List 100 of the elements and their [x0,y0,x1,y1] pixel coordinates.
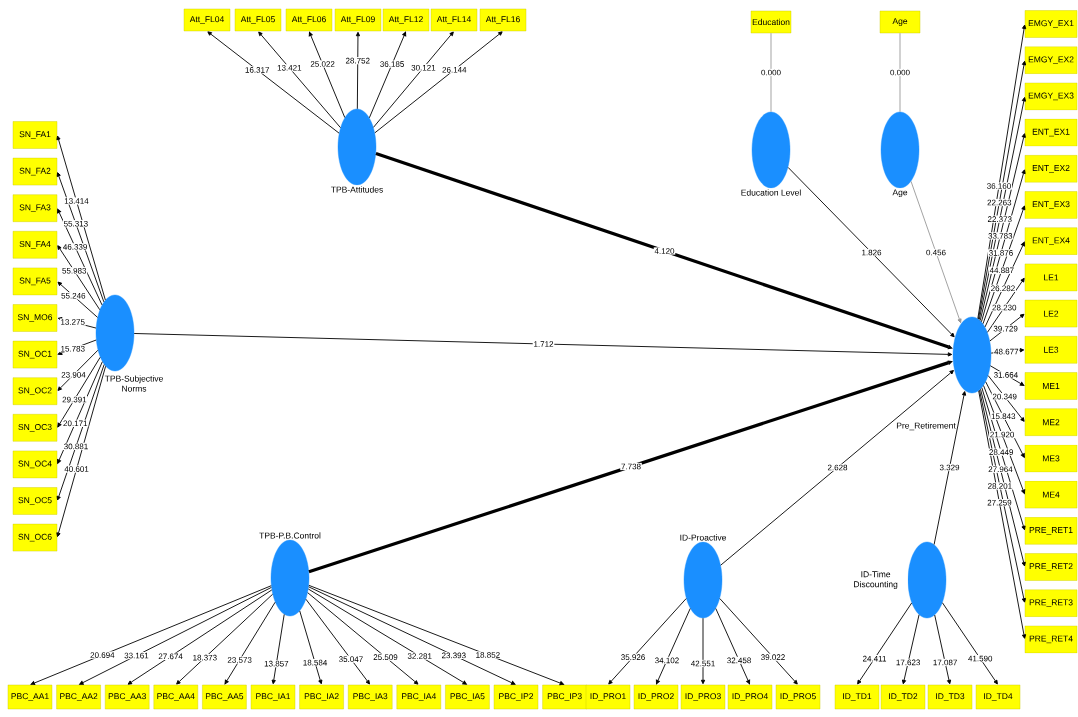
indicator-box: PBC_IA3 [348,684,393,710]
arrow [133,333,953,357]
indicator-box: ID_TD1 [834,684,880,710]
edge-label: 0.456 [925,248,947,257]
indicator-box: EMGY_EX3 [1024,82,1078,111]
arrow [910,180,962,324]
edge-label: 28.752 [344,57,371,65]
arrow [308,360,953,574]
indicator-box: SN_FA2 [12,157,58,186]
indicator-box: SN_MO6 [12,304,58,332]
node-label: ID-Proactive [680,534,727,541]
arrow [207,31,340,134]
indicator-box: Education [750,10,792,34]
indicator-box: ID_TD2 [880,684,926,710]
arrow [857,602,913,685]
indicator-box: PBC_AA5 [202,684,247,710]
edge-label: 35.047 [337,655,364,663]
arrow [989,365,1025,386]
edge-label: 2.628 [826,463,849,472]
arrow [57,208,103,306]
connector-line [899,32,901,113]
edge-label: 27.259 [986,499,1013,507]
arrow [57,356,101,428]
edge-label: 16.317 [244,66,271,74]
edge-label: 15.783 [59,345,86,353]
arrow [987,375,1025,422]
arrow [979,389,1026,603]
arrow [56,135,106,301]
indicator-box: EMGY_EX2 [1024,46,1078,74]
edge-label: 39.022 [759,653,786,661]
edge-label: 42.551 [690,659,717,668]
indicator-box: PRE_RET1 [1024,517,1078,545]
edge-label: 28.449 [988,448,1015,456]
indicator-box: PBC_IA4 [396,684,441,710]
arrow [355,31,361,110]
indicator-box: Att_FL14 [430,8,478,32]
indicator-box: SN_OC3 [12,414,58,442]
indicator-box: ID_PRO1 [585,684,631,710]
indicator-box: ENT_EX4 [1024,227,1078,255]
indicator-box: PBC_IP2 [493,684,539,710]
indicator-box: SN_FA5 [12,267,58,296]
arrow [57,361,103,464]
arrow [56,172,105,303]
arrow [307,588,467,685]
edge-label: 32.281 [406,652,433,660]
indicator-box: Att_FL05 [234,8,282,32]
edge-label: 33.783 [987,232,1014,240]
indicator-box: LE2 [1024,299,1078,328]
arrow [981,169,1026,323]
arrow [308,31,346,118]
edge-label: 20.694 [89,651,116,659]
arrow [901,614,920,685]
indicator-box: PBC_IP3 [542,684,587,710]
arrow [305,598,370,685]
indicator-box: PBC_IA2 [299,684,344,710]
indicator-box: Att_FL06 [285,8,333,32]
arrow [79,586,272,685]
edge-label: 0.000 [889,68,911,77]
arrow [258,31,341,129]
edge-label: 28.230 [991,303,1018,312]
arrow [985,381,1025,458]
arrow [307,592,419,685]
arrow [720,370,954,566]
indicator-box: PBC_IA5 [445,684,490,710]
indicator-box: ID_PRO4 [727,684,773,710]
indicator-box: PBC_AA1 [7,684,53,710]
indicator-box: PBC_AA4 [153,684,198,710]
arrow [608,598,687,685]
edge-label: 48.677 [993,348,1020,356]
edge-label: 13.414 [63,197,90,205]
edge-label: 40.601 [63,465,90,473]
arrow [308,584,565,686]
node-label: Pre_Retirement [896,422,956,431]
edge-label: 13.857 [263,660,290,668]
arrow [299,610,323,685]
edge-label: 36.160 [985,182,1012,190]
arrow [719,598,798,685]
indicator-box: Age [879,10,921,34]
arrow [933,391,967,545]
indicator-box: Att_FL04 [183,8,231,32]
indicator-box: PRE_RET2 [1024,553,1078,581]
edge-label: 27.964 [987,465,1014,473]
edge-label: 21.920 [989,430,1016,439]
arrow [984,241,1025,328]
indicator-box: Att_FL12 [382,8,430,32]
arrow [981,387,1026,531]
indicator-box: SN_FA4 [12,231,58,259]
edge-label: 24.411 [861,655,888,663]
edge-label: 20.349 [991,392,1018,401]
arrow [978,390,1027,639]
indicator-box: SN_FA1 [12,121,58,149]
indicator-box: SN_OC6 [12,523,58,552]
edge-label: 34.102 [653,656,680,664]
arrow [934,614,952,685]
indicator-box: ID_TD3 [927,684,973,710]
edge-label: 27.674 [157,652,184,660]
arrow [700,617,706,685]
edge-label: 23.904 [60,371,87,379]
arrow [375,151,953,350]
arrow [787,166,955,338]
